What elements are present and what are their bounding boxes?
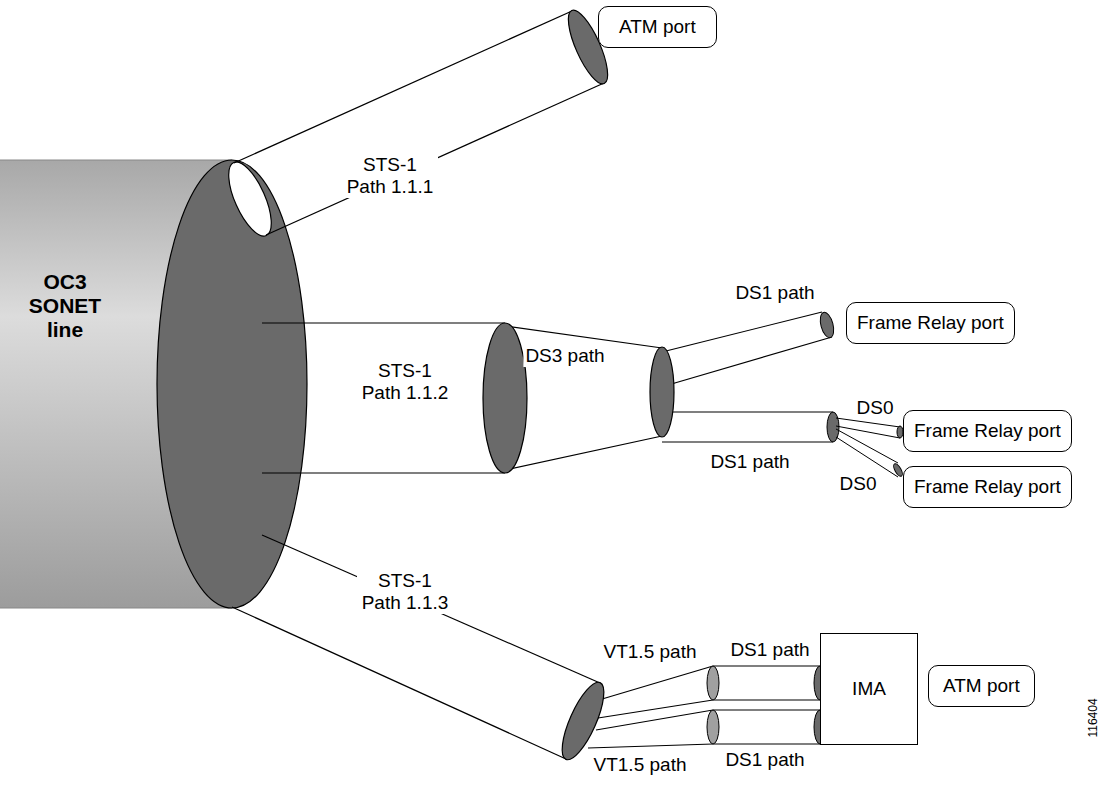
tube-line (505, 436, 662, 470)
tube-end (483, 323, 527, 473)
path-label: STS-1 Path 1.1.3 (357, 570, 453, 614)
line-title: OC3 SONET line (20, 270, 110, 342)
tube-line (713, 699, 820, 700)
tube-end (707, 666, 719, 700)
tube-line (662, 312, 822, 352)
box-text: ATM port (943, 675, 1020, 697)
tube-line (836, 437, 898, 477)
tube-line (262, 535, 600, 683)
port-box: ATM port (598, 6, 717, 48)
tube-line (588, 744, 713, 748)
tube-end (707, 710, 719, 744)
tube-line (836, 429, 898, 463)
tube-line (232, 607, 566, 759)
tube-end (554, 677, 612, 764)
port-box: Frame Relay port (846, 302, 1015, 344)
cylinder-edge (0, 608, 232, 609)
box-text: IMA (852, 678, 886, 700)
tube-line (662, 441, 833, 442)
port-box: Frame Relay port (903, 410, 1072, 452)
path-label: DS1 path (728, 639, 811, 661)
ima-box: IMA (820, 633, 918, 745)
path-label: DS0 (838, 473, 879, 495)
box-text: Frame Relay port (857, 312, 1004, 334)
path-label: DS1 path (733, 282, 816, 304)
box-text: Frame Relay port (914, 476, 1061, 498)
path-label: DS3 path (523, 345, 606, 367)
path-label: VT1.5 path (602, 641, 699, 663)
tube-line (262, 322, 505, 323)
tube-line (713, 743, 820, 744)
tube-opening (220, 156, 280, 241)
path-label: VT1.5 path (592, 754, 689, 776)
tube-end (818, 311, 836, 339)
port-box: Frame Relay port (903, 466, 1072, 508)
tube-line (234, 11, 572, 163)
box-text: ATM port (619, 16, 696, 38)
tube-line (596, 710, 713, 730)
figure-number: 116404 (1086, 696, 1100, 739)
tube-line (836, 418, 900, 427)
box-text: Frame Relay port (914, 420, 1061, 442)
path-label: STS-1 Path 1.1.1 (342, 154, 438, 198)
path-label: DS0 (855, 397, 896, 419)
tube-line (662, 411, 833, 412)
tube-end (650, 347, 674, 437)
tube-line (598, 700, 713, 718)
path-label: STS-1 Path 1.1.2 (357, 360, 453, 404)
tube-body (505, 326, 662, 470)
tube-line (592, 666, 713, 702)
tube-line (668, 337, 832, 385)
path-label: DS1 path (723, 749, 806, 771)
tube-line (262, 472, 505, 473)
path-label: DS1 path (708, 451, 791, 473)
tube-line (713, 665, 820, 666)
sonet-line: OC3 SONET line (20, 270, 110, 342)
tube-line (713, 709, 820, 710)
tube-line (836, 426, 900, 438)
port-box: ATM port (928, 665, 1035, 707)
tube-line (266, 83, 604, 235)
cylinder-edge (0, 160, 232, 161)
